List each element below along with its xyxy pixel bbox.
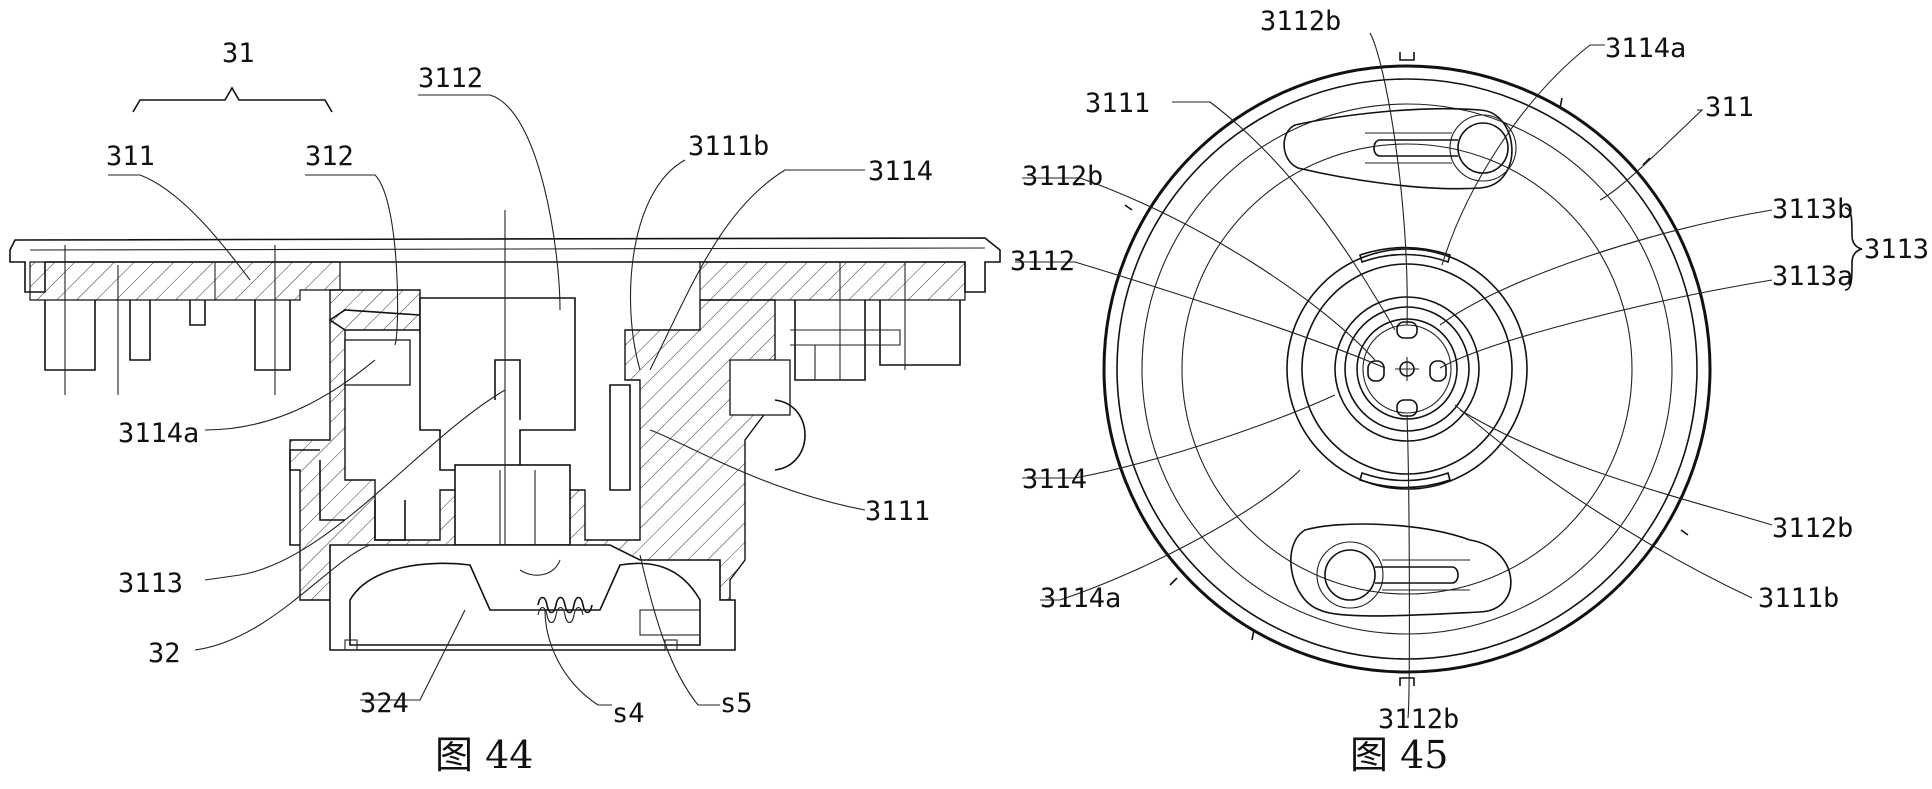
caption-figure-45: 图 45 — [1350, 733, 1448, 777]
label-3111: 3111 — [865, 496, 930, 527]
label-311: 311 — [106, 141, 155, 172]
label-311: 311 — [1705, 92, 1754, 123]
label-3113: 3113 — [1864, 234, 1929, 265]
figure-45-labels: 3112b 3114a 3111 311 3112b 3113b 3112 31… — [1010, 6, 1853, 777]
label-3113b: 3113b — [1772, 194, 1853, 225]
label-31: 31 — [222, 38, 255, 69]
label-3112b-bottom: 3112b — [1378, 704, 1459, 735]
label-312: 312 — [305, 141, 354, 172]
label-s5: s5 — [720, 688, 753, 719]
label-s4: s4 — [612, 698, 645, 729]
label-324: 324 — [360, 688, 409, 719]
label-3113: 3113 — [118, 568, 183, 599]
label-32: 32 — [148, 638, 181, 669]
caption-figure-44: 图 44 — [435, 733, 533, 777]
label-3112b-top: 3112b — [1260, 6, 1341, 37]
figure-45-drawing — [1104, 52, 1710, 686]
brace-3113: 3113 — [1845, 208, 1929, 290]
label-3111b: 3111b — [688, 131, 769, 162]
label-3112b-right: 3112b — [1772, 513, 1853, 544]
label-3114a-bottom: 3114a — [1040, 583, 1121, 614]
label-3114: 3114 — [1022, 464, 1087, 495]
label-3113a: 3113a — [1772, 261, 1853, 292]
label-3114a-top: 3114a — [1605, 33, 1686, 64]
label-3111b: 3111b — [1758, 583, 1839, 614]
label-3111: 3111 — [1085, 88, 1150, 119]
label-3112b-left: 3112b — [1022, 161, 1103, 192]
label-3112: 3112 — [1010, 246, 1075, 277]
label-3112: 3112 — [418, 63, 483, 94]
label-3114: 3114 — [868, 156, 933, 187]
label-3114a: 3114a — [118, 418, 199, 449]
